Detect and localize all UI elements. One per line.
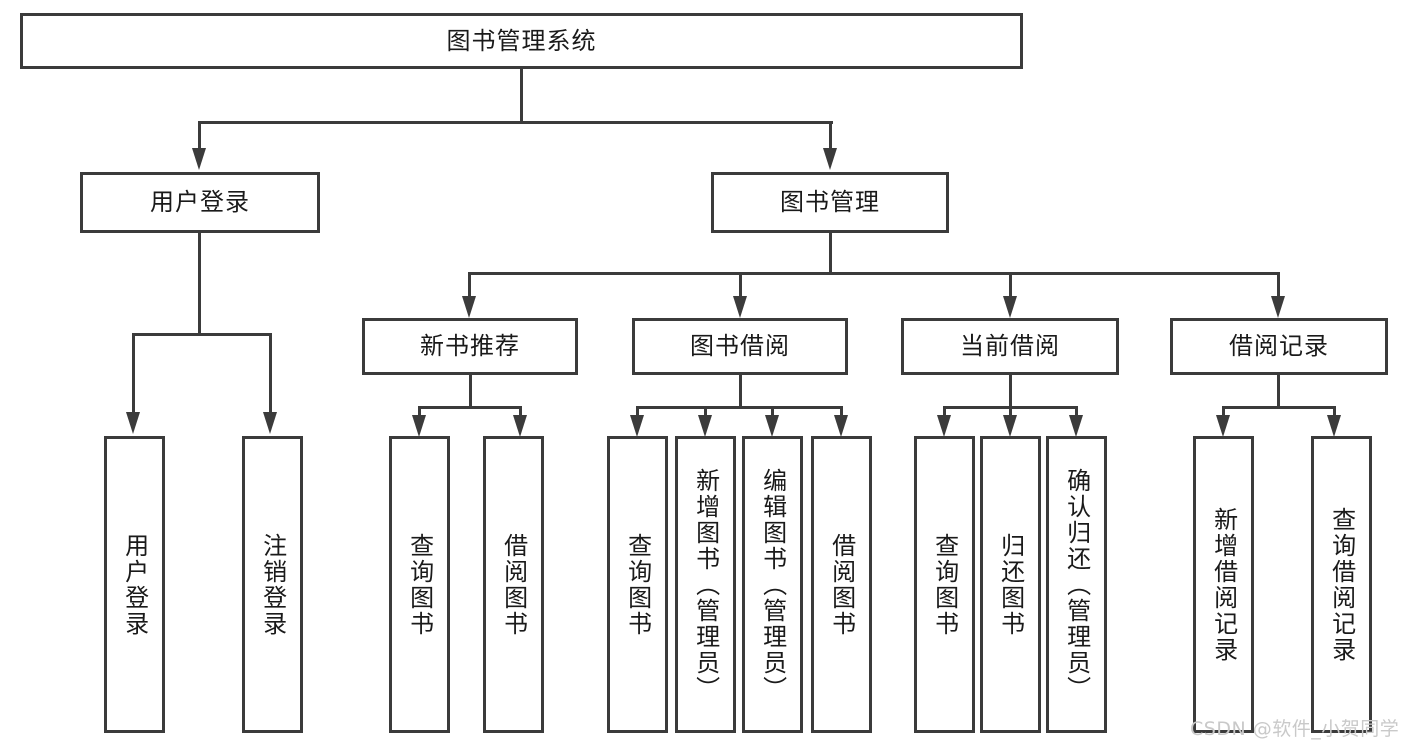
arrow-new-book-recommend-leaf-1 (412, 415, 426, 437)
leaf-book-borrow-query-book[interactable]: 查询图书 (607, 436, 668, 733)
edge-new-book-recommend-drop-1 (418, 406, 421, 418)
leaf-label: 注销登录 (258, 532, 287, 637)
leaf-label: 新增图书（管理员） (691, 467, 720, 702)
leaf-label: 确认归还（管理员） (1062, 467, 1091, 702)
arrow-root-to-user-login (192, 148, 206, 170)
edge-book-borrow-drop-4 (840, 406, 843, 418)
edge-borrow-record-stem (1277, 375, 1280, 408)
leaf-label: 归还图书 (996, 532, 1025, 637)
edge-current-borrow-stem (1009, 375, 1012, 408)
edge-book-borrow-drop-3 (771, 406, 774, 418)
edge-book-manage-bar (468, 272, 1280, 275)
edge-root-to-book-manage (829, 121, 832, 151)
leaf-label: 新增借阅记录 (1209, 506, 1238, 663)
edge-current-borrow-drop-2 (1009, 406, 1012, 418)
leaf-label: 借阅图书 (827, 532, 856, 637)
edge-new-book-recommend-bar (418, 406, 522, 409)
edge-current-borrow-drop-1 (943, 406, 946, 418)
node-book-borrow-label: 图书借阅 (690, 332, 790, 361)
leaf-label: 用户登录 (120, 532, 149, 637)
arrow-book-borrow-leaf-1 (630, 415, 644, 437)
arrow-new-book-recommend-leaf-2 (513, 415, 527, 437)
leaf-current-borrow-confirm-return-admin[interactable]: 确认归还（管理员） (1046, 436, 1107, 733)
leaf-user-login-logout[interactable]: 注销登录 (242, 436, 303, 733)
node-book-manage-label: 图书管理 (780, 188, 880, 217)
arrow-book-manage-child-3 (1003, 296, 1017, 318)
node-borrow-record-label: 借阅记录 (1229, 332, 1329, 361)
csdn-watermark: CSDN @软件_小贺同学 (1190, 718, 1400, 740)
leaf-current-borrow-return-book[interactable]: 归还图书 (980, 436, 1041, 733)
arrow-borrow-record-leaf-1 (1216, 415, 1230, 437)
arrow-borrow-record-leaf-2 (1327, 415, 1341, 437)
edge-user-login-drop-2 (269, 333, 272, 415)
node-user-login[interactable]: 用户登录 (80, 172, 320, 233)
edge-book-borrow-drop-1 (636, 406, 639, 418)
arrow-book-borrow-leaf-3 (765, 415, 779, 437)
edge-book-manage-drop-4 (1277, 272, 1280, 299)
edge-book-manage-drop-3 (1009, 272, 1012, 299)
node-root-label: 图书管理系统 (446, 26, 597, 55)
leaf-borrow-record-add-record[interactable]: 新增借阅记录 (1193, 436, 1254, 733)
node-borrow-record[interactable]: 借阅记录 (1170, 318, 1388, 375)
arrow-book-borrow-leaf-4 (834, 415, 848, 437)
edge-root-stem (520, 68, 523, 124)
edge-book-borrow-bar (636, 406, 843, 409)
edge-user-login-stem (198, 233, 201, 335)
edge-book-manage-stem (829, 233, 832, 274)
arrow-user-login-child-2 (263, 412, 277, 434)
node-user-login-label: 用户登录 (150, 188, 250, 217)
node-new-book-recommend-label: 新书推荐 (420, 332, 520, 361)
edge-new-book-recommend-drop-2 (519, 406, 522, 418)
edge-book-borrow-drop-2 (704, 406, 707, 418)
arrow-user-login-child-1 (126, 412, 140, 434)
leaf-label: 查询图书 (405, 532, 434, 637)
arrow-current-borrow-leaf-3 (1069, 415, 1083, 437)
arrow-book-borrow-leaf-2 (698, 415, 712, 437)
node-current-borrow-label: 当前借阅 (960, 332, 1060, 361)
leaf-user-login-login[interactable]: 用户登录 (104, 436, 165, 733)
edge-borrow-record-drop-2 (1333, 406, 1336, 418)
edge-user-login-bar (132, 333, 271, 336)
arrow-current-borrow-leaf-2 (1003, 415, 1017, 437)
edge-root-to-user-login (198, 121, 201, 151)
arrow-book-manage-child-1 (462, 296, 476, 318)
node-book-manage[interactable]: 图书管理 (711, 172, 949, 233)
leaf-label: 查询图书 (623, 532, 652, 637)
edge-current-borrow-drop-3 (1075, 406, 1078, 418)
edge-new-book-recommend-stem (469, 375, 472, 408)
arrow-root-to-book-manage (823, 148, 837, 170)
leaf-label: 查询图书 (930, 532, 959, 637)
leaf-label: 借阅图书 (499, 532, 528, 637)
leaf-label: 查询借阅记录 (1327, 506, 1356, 663)
leaf-book-borrow-add-book-admin[interactable]: 新增图书（管理员） (675, 436, 736, 733)
node-book-borrow[interactable]: 图书借阅 (632, 318, 848, 375)
node-new-book-recommend[interactable]: 新书推荐 (362, 318, 578, 375)
edge-root-bar (198, 121, 833, 124)
leaf-borrow-record-query-record[interactable]: 查询借阅记录 (1311, 436, 1372, 733)
node-root-system[interactable]: 图书管理系统 (20, 13, 1023, 69)
edge-borrow-record-drop-1 (1222, 406, 1225, 418)
edge-borrow-record-bar (1222, 406, 1336, 409)
leaf-current-borrow-query-book[interactable]: 查询图书 (914, 436, 975, 733)
leaf-new-book-query-book[interactable]: 查询图书 (389, 436, 450, 733)
edge-book-borrow-stem (739, 375, 742, 408)
edge-user-login-drop-1 (132, 333, 135, 415)
edge-book-manage-drop-2 (739, 272, 742, 299)
leaf-book-borrow-edit-book-admin[interactable]: 编辑图书（管理员） (742, 436, 803, 733)
arrow-current-borrow-leaf-1 (937, 415, 951, 437)
leaf-label: 编辑图书（管理员） (758, 467, 787, 702)
edge-book-manage-drop-1 (468, 272, 471, 299)
node-current-borrow[interactable]: 当前借阅 (901, 318, 1119, 375)
leaf-book-borrow-borrow-book[interactable]: 借阅图书 (811, 436, 872, 733)
arrow-book-manage-child-4 (1271, 296, 1285, 318)
arrow-book-manage-child-2 (733, 296, 747, 318)
leaf-new-book-borrow-book[interactable]: 借阅图书 (483, 436, 544, 733)
